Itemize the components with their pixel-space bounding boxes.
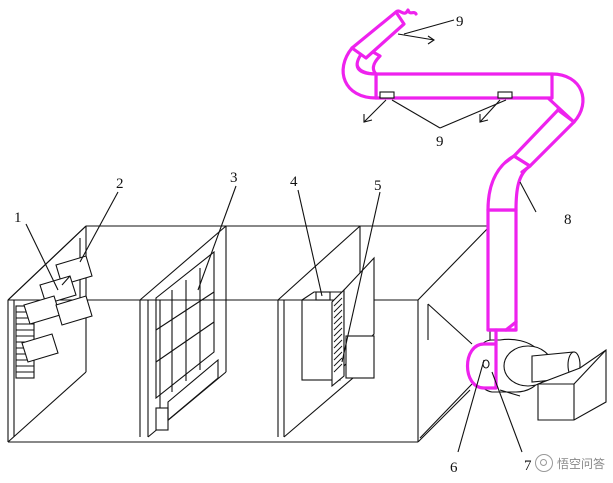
section-4-5-coil: [277, 225, 375, 438]
label-1: 1: [14, 210, 22, 226]
wukong-logo-icon: [534, 454, 553, 472]
label-7: 7: [524, 458, 532, 474]
label-8: 8: [564, 212, 572, 228]
leader-lines: [25, 19, 537, 453]
label-9-top: 9: [456, 14, 464, 30]
label-6: 6: [450, 460, 458, 476]
airflow-arrows: [363, 33, 501, 123]
label-4: 4: [290, 174, 298, 190]
supply-duct: [341, 8, 585, 346]
label-2: 2: [116, 176, 124, 192]
section-1-filter: [7, 225, 93, 443]
watermark-text: 悟空问答: [556, 456, 605, 471]
label-9-bottom: 9: [436, 134, 444, 150]
fan-inlet-cone: [419, 303, 473, 439]
section-divider-2: [139, 225, 227, 438]
watermark: 悟空问答: [534, 454, 605, 472]
label-5: 5: [374, 178, 382, 194]
label-3: 3: [230, 170, 238, 186]
